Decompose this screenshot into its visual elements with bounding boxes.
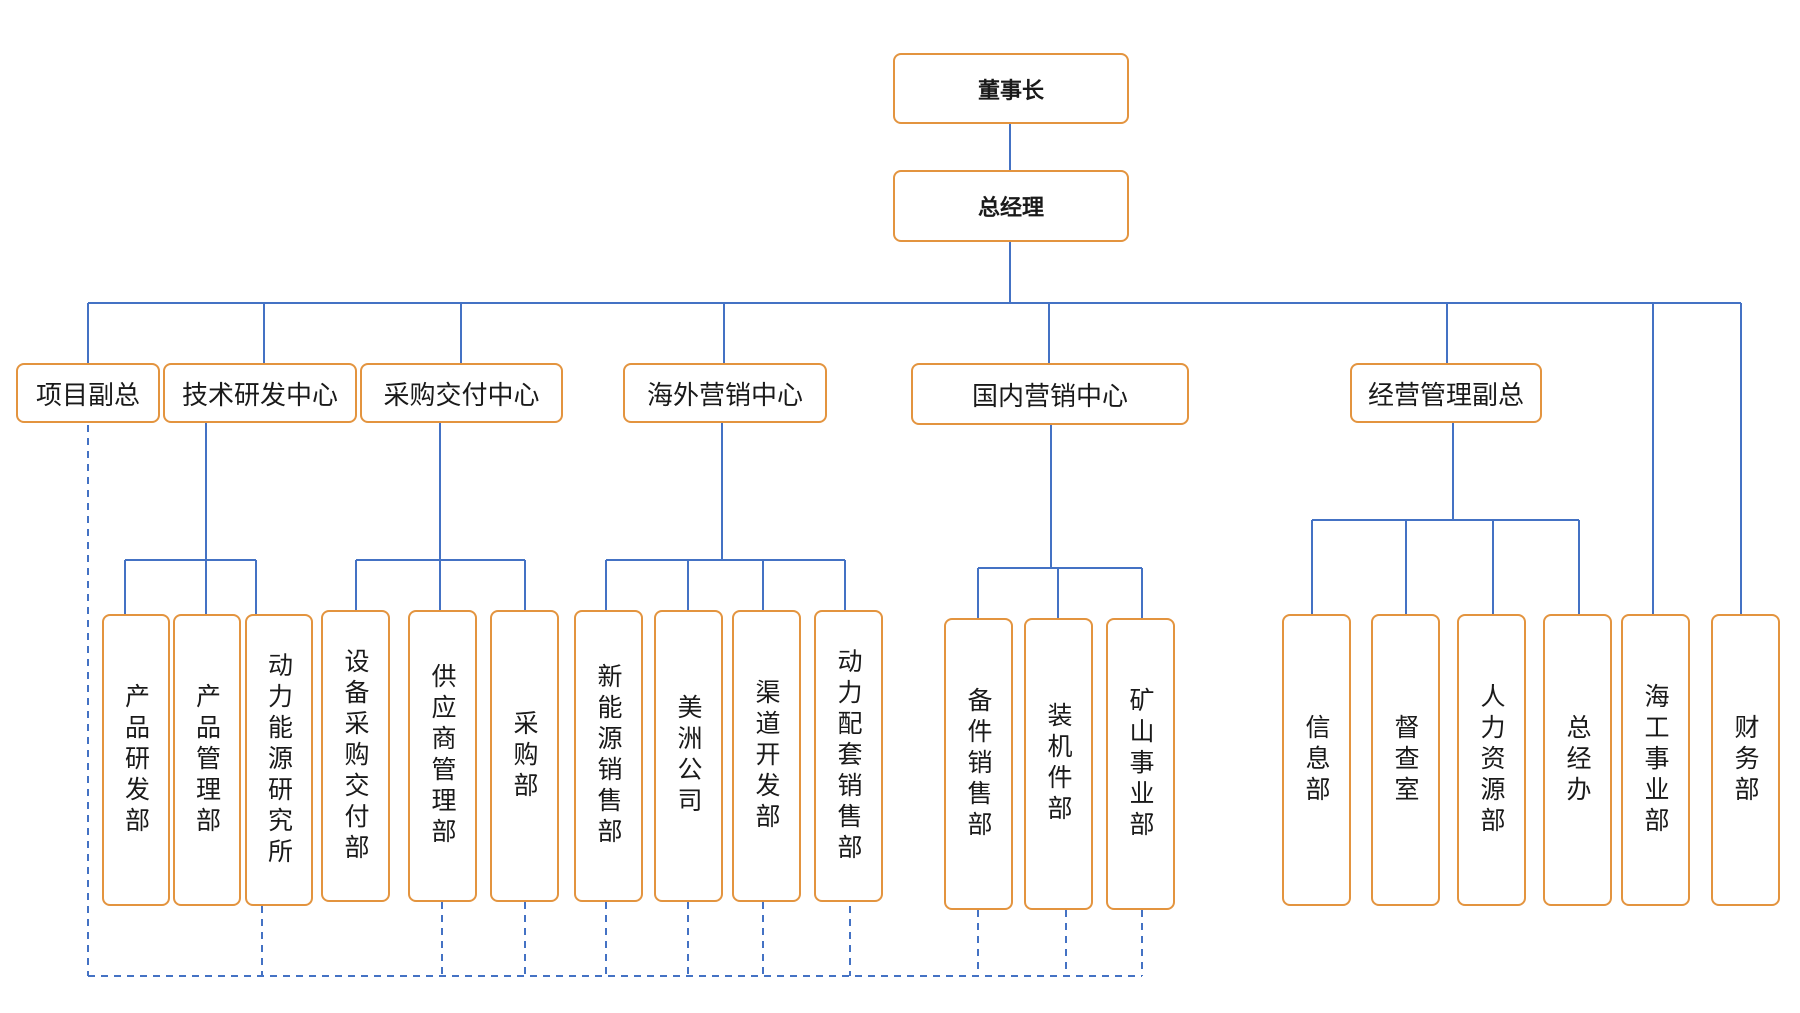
chairman-box: 董事长 bbox=[893, 53, 1129, 124]
project-vp-box: 项目副总 bbox=[16, 363, 160, 423]
supplier-mgmt-dept-box: 供应商管理部 bbox=[408, 610, 477, 902]
power-energy-institute-box: 动力能源研究所 bbox=[245, 614, 313, 906]
operations-vp-box: 经营管理副总 bbox=[1350, 363, 1542, 423]
parts-sales-dept-box: 备件销售部 bbox=[944, 618, 1013, 910]
marine-division-box: 海工事业部 bbox=[1621, 614, 1690, 906]
domestic-marketing-box: 国内营销中心 bbox=[911, 363, 1189, 425]
product-mgmt-dept-box: 产品管理部 bbox=[173, 614, 241, 906]
overseas-marketing-box: 海外营销中心 bbox=[623, 363, 827, 423]
info-dept-box: 信息部 bbox=[1282, 614, 1351, 906]
finance-dept-box: 财务部 bbox=[1711, 614, 1780, 906]
general-manager-box: 总经理 bbox=[893, 170, 1129, 242]
new-energy-sales-dept-box: 新能源销售部 bbox=[574, 610, 643, 902]
mining-division-box: 矿山事业部 bbox=[1106, 618, 1175, 910]
supervision-office-box: 督查室 bbox=[1371, 614, 1440, 906]
tech-rd-center-box: 技术研发中心 bbox=[163, 363, 357, 423]
power-matching-sales-dept-box: 动力配套销售部 bbox=[814, 610, 883, 902]
equipment-procurement-dept-box: 设备采购交付部 bbox=[321, 610, 390, 902]
gm-office-box: 总经办 bbox=[1543, 614, 1612, 906]
hr-dept-box: 人力资源部 bbox=[1457, 614, 1526, 906]
purchasing-dept-box: 采购部 bbox=[490, 610, 559, 902]
machine-parts-dept-box: 装机件部 bbox=[1024, 618, 1093, 910]
channel-dev-dept-box: 渠道开发部 bbox=[732, 610, 801, 902]
america-company-box: 美洲公司 bbox=[654, 610, 723, 902]
procurement-center-box: 采购交付中心 bbox=[360, 363, 563, 423]
product-rd-dept-box: 产品研发部 bbox=[102, 614, 170, 906]
